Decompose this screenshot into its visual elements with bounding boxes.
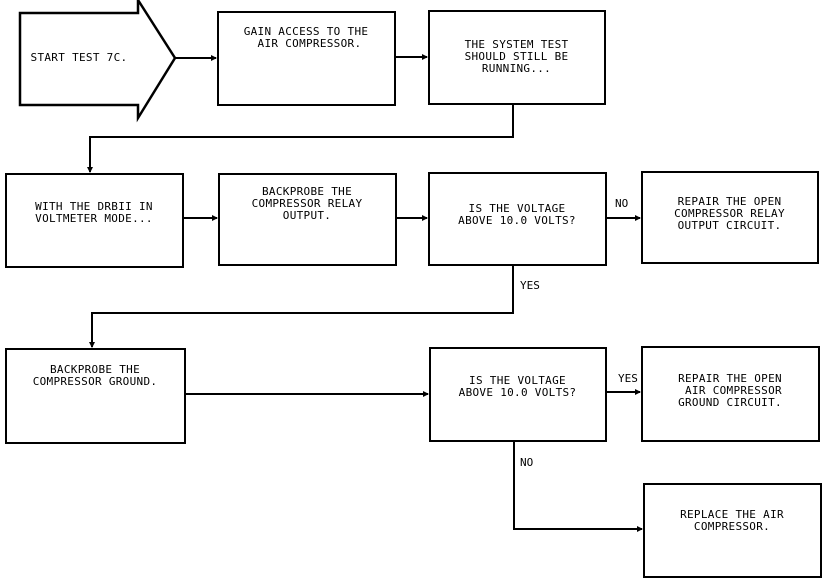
step-repair-relay-circuit: REPAIR THE OPEN COMPRESSOR RELAY OUTPUT … [641, 171, 819, 264]
decision-ground-voltage-text: IS THE VOLTAGE ABOVE 10.0 VOLTS? [458, 374, 577, 399]
step-backprobe-ground-text: BACKPROBE THE COMPRESSOR GROUND. [32, 363, 158, 388]
decision-relay-voltage: IS THE VOLTAGE ABOVE 10.0 VOLTS? [428, 172, 607, 266]
step-gain-access: GAIN ACCESS TO THE AIR COMPRESSOR. [217, 11, 396, 106]
step-voltmeter-mode: WITH THE DRBII IN VOLTMETER MODE... [5, 173, 184, 268]
step-repair-ground-circuit-text: REPAIR THE OPEN AIR COMPRESSOR GROUND CI… [678, 372, 782, 409]
connector-decision-ground-no [513, 441, 643, 532]
label-ground-no: NO [520, 456, 534, 469]
step-replace-compressor-text: REPLACE THE AIR COMPRESSOR. [680, 508, 784, 533]
step-repair-relay-circuit-text: REPAIR THE OPEN COMPRESSOR RELAY OUTPUT … [674, 195, 785, 232]
step-backprobe-relay-text: BACKPROBE THE COMPRESSOR RELAY OUTPUT. [251, 185, 363, 222]
start-arrow-shape [18, 0, 177, 123]
step-replace-compressor: REPLACE THE AIR COMPRESSOR. [643, 483, 822, 578]
step-voltmeter-mode-text: WITH THE DRBII IN VOLTMETER MODE... [35, 200, 153, 225]
connector-decision-relay-yes [89, 265, 514, 348]
decision-relay-voltage-text: IS THE VOLTAGE ABOVE 10.0 VOLTS? [458, 202, 576, 227]
step-system-test: THE SYSTEM TEST SHOULD STILL BE RUNNING.… [428, 10, 606, 105]
step-repair-ground-circuit: REPAIR THE OPEN AIR COMPRESSOR GROUND CI… [641, 346, 820, 442]
step-gain-access-text: GAIN ACCESS TO THE AIR COMPRESSOR. [243, 25, 369, 50]
label-relay-no: NO [615, 197, 629, 210]
label-relay-yes: YES [520, 279, 540, 292]
step-backprobe-ground: BACKPROBE THE COMPRESSOR GROUND. [5, 348, 186, 444]
step-backprobe-relay: BACKPROBE THE COMPRESSOR RELAY OUTPUT. [218, 173, 397, 266]
start-label: START TEST 7C. [30, 51, 128, 64]
step-system-test-text: THE SYSTEM TEST SHOULD STILL BE RUNNING.… [464, 38, 569, 75]
decision-ground-voltage: IS THE VOLTAGE ABOVE 10.0 VOLTS? [429, 347, 607, 442]
label-ground-yes: YES [618, 372, 638, 385]
connector-system-test-to-voltmeter [87, 104, 514, 173]
